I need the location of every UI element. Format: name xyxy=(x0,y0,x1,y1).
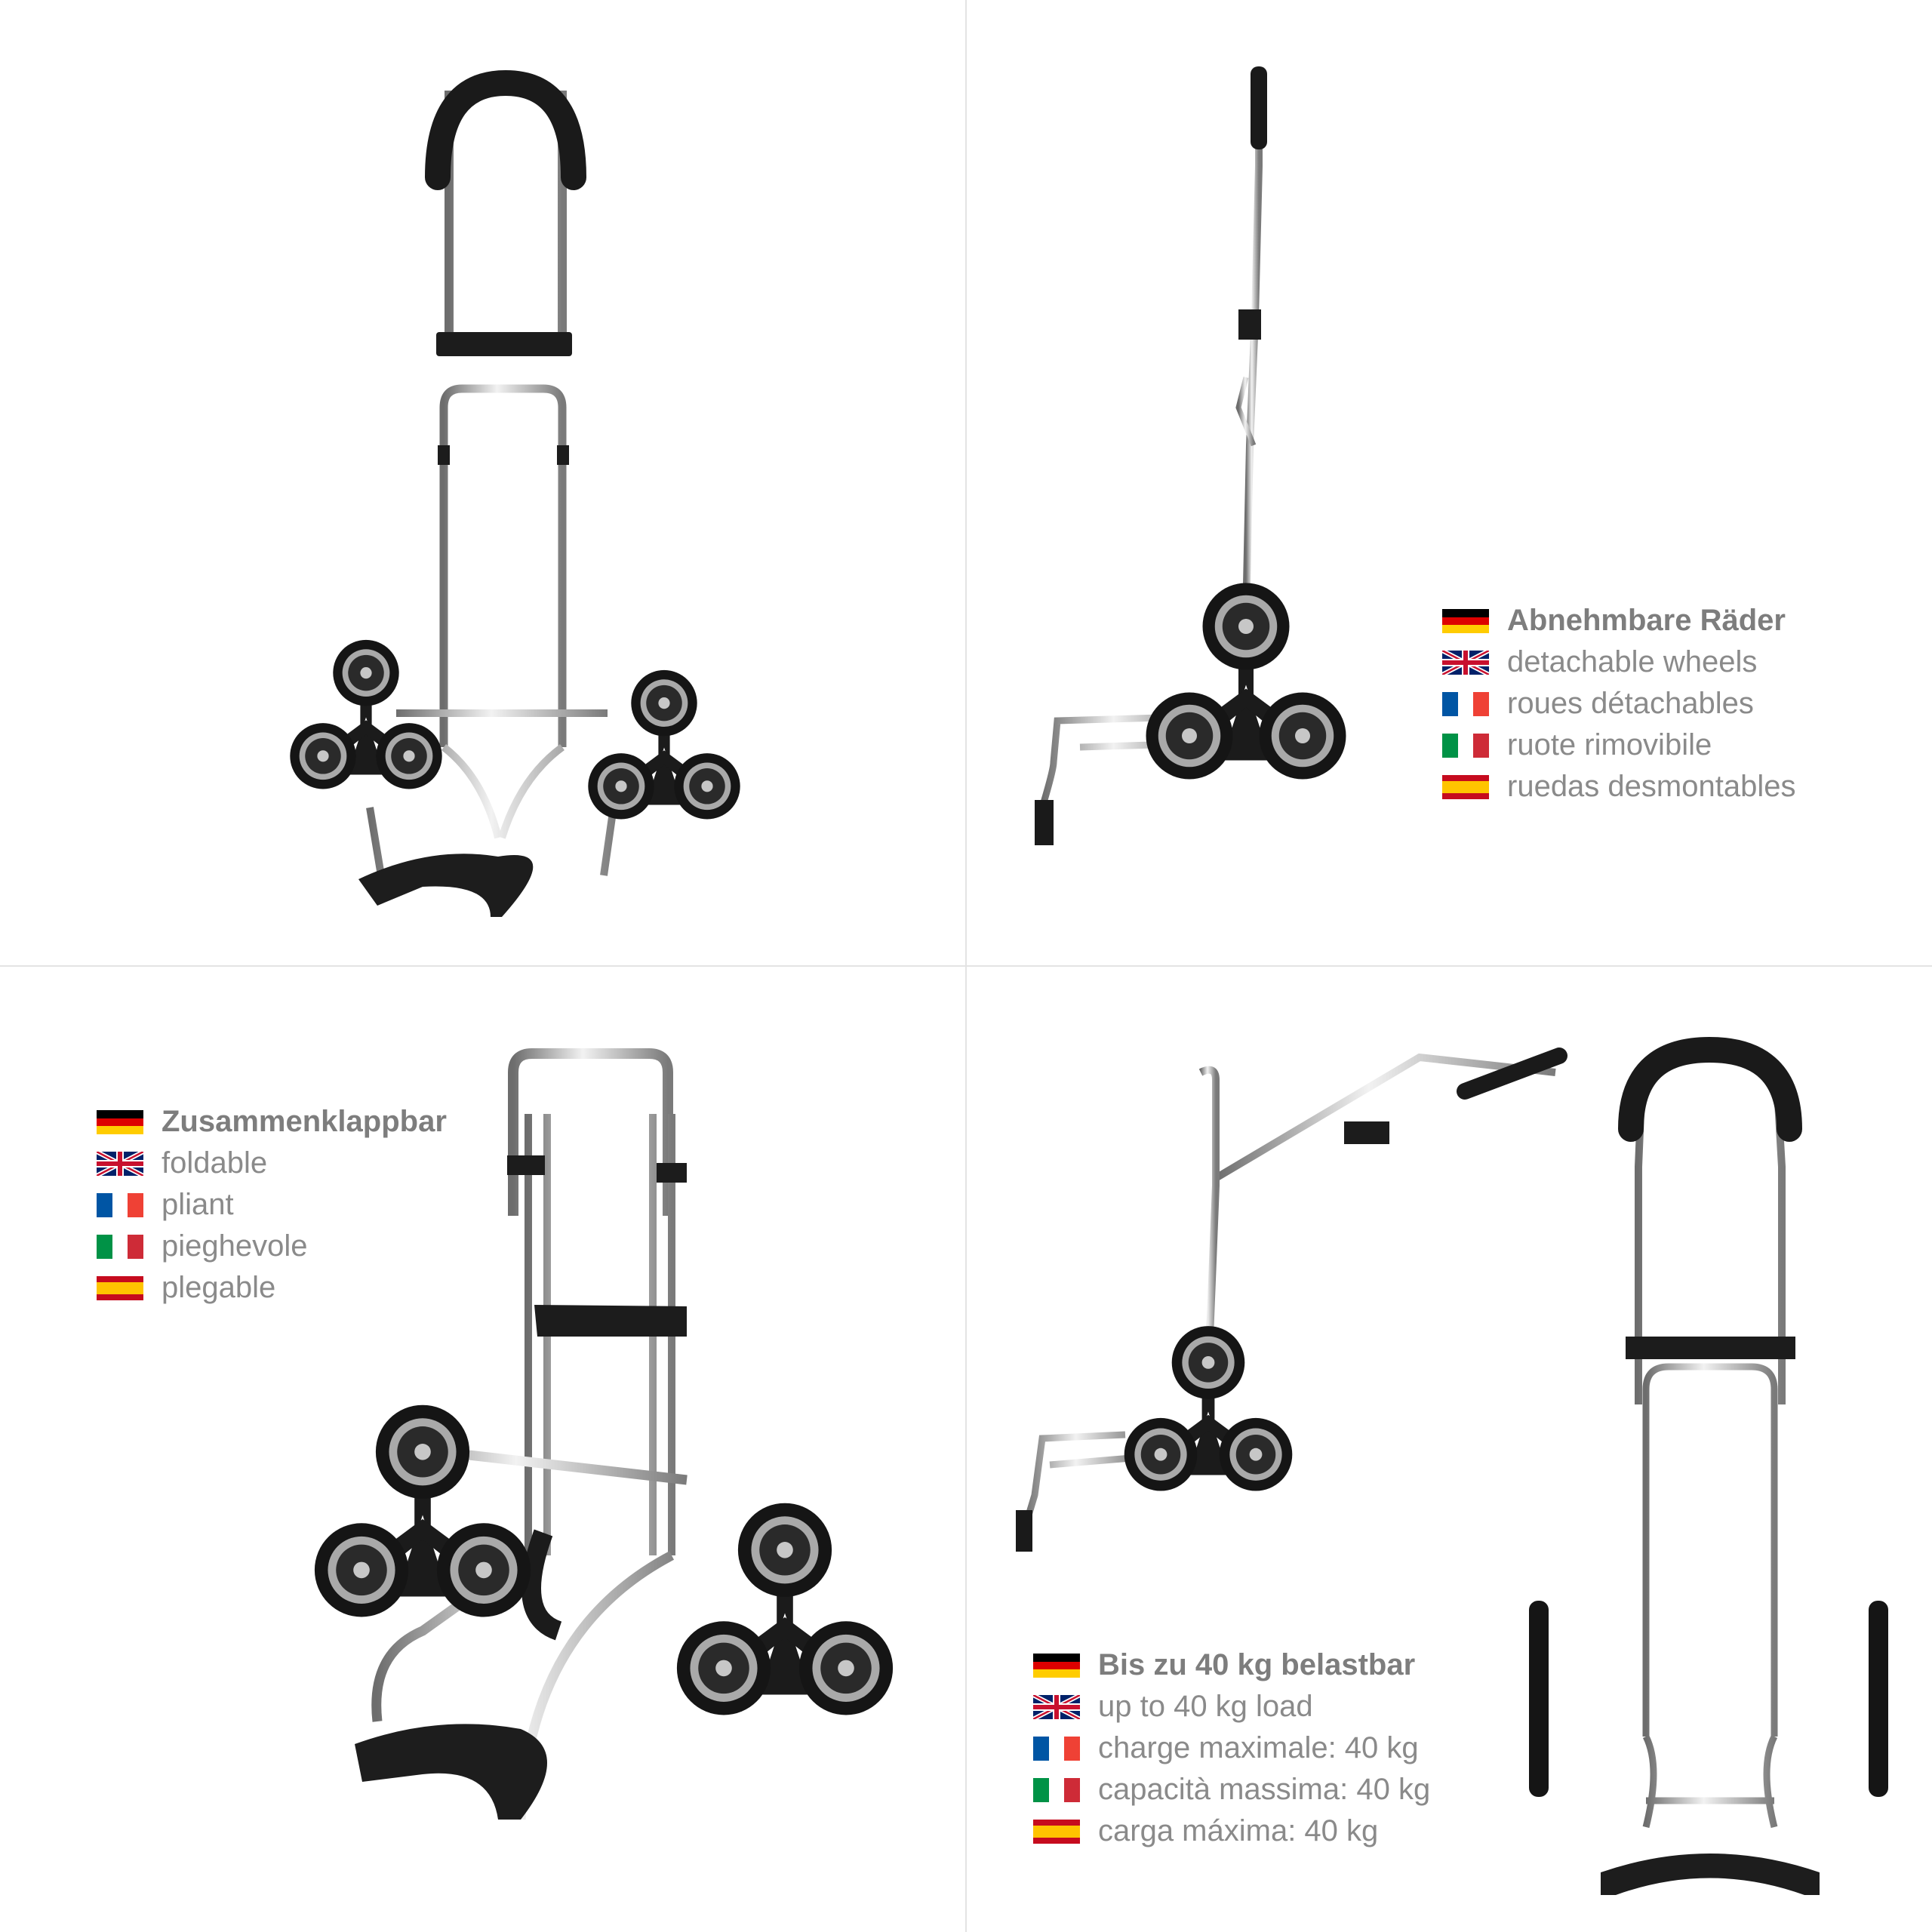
panel-foldable: Zusammenklappbar foldable pliant pieghev… xyxy=(0,967,965,1932)
legend-text-es: plegable xyxy=(162,1271,276,1304)
legend-load-capacity: Bis zu 40 kg belastbar up to 40 kg load … xyxy=(1033,1644,1430,1852)
trolley-load-image xyxy=(1016,1036,1888,1895)
horizontal-divider xyxy=(0,965,1932,967)
france-flag-icon xyxy=(97,1192,143,1217)
legend-row-fr: pliant xyxy=(97,1184,447,1226)
legend-row-it: capacità massima: 40 kg xyxy=(1033,1769,1430,1810)
legend-row-en: foldable xyxy=(97,1143,447,1184)
legend-text-es: ruedas desmontables xyxy=(1507,770,1796,803)
legend-row-de: Abnehmbare Räder xyxy=(1442,600,1795,641)
legend-row-en: up to 40 kg load xyxy=(1033,1686,1430,1727)
panel-detachable-wheels: Abnehmbare Räder detachable wheels roues… xyxy=(967,0,1932,965)
germany-flag-icon xyxy=(1442,608,1489,633)
legend-text-de: Zusammenklappbar xyxy=(162,1105,447,1138)
legend-row-de: Bis zu 40 kg belastbar xyxy=(1033,1644,1430,1686)
france-flag-icon xyxy=(1033,1736,1080,1761)
legend-row-es: ruedas desmontables xyxy=(1442,766,1795,808)
spain-flag-icon xyxy=(1033,1819,1080,1844)
trolley-side-image xyxy=(1035,66,1932,845)
legend-detachable-wheels: Abnehmbare Räder detachable wheels roues… xyxy=(1442,600,1795,808)
legend-text-en: foldable xyxy=(162,1146,268,1180)
italy-flag-icon xyxy=(1442,733,1489,758)
legend-foldable: Zusammenklappbar foldable pliant pieghev… xyxy=(97,1101,447,1309)
legend-row-es: carga máxima: 40 kg xyxy=(1033,1810,1430,1852)
italy-flag-icon xyxy=(1033,1777,1080,1802)
legend-text-en: up to 40 kg load xyxy=(1098,1690,1313,1723)
legend-row-it: ruote rimovibile xyxy=(1442,724,1795,766)
legend-row-es: plegable xyxy=(97,1267,447,1309)
uk-flag-icon xyxy=(97,1151,143,1176)
trolley-folded-image xyxy=(0,1048,965,1820)
trolley-front-image xyxy=(0,69,965,917)
legend-text-es: carga máxima: 40 kg xyxy=(1098,1814,1379,1847)
legend-text-it: capacità massima: 40 kg xyxy=(1098,1773,1431,1806)
legend-row-fr: roues détachables xyxy=(1442,683,1795,724)
germany-flag-icon xyxy=(1033,1653,1080,1678)
panel-front-view xyxy=(0,0,965,965)
legend-text-de: Abnehmbare Räder xyxy=(1507,604,1786,637)
uk-flag-icon xyxy=(1033,1694,1080,1719)
legend-row-fr: charge maximale: 40 kg xyxy=(1033,1727,1430,1769)
spain-flag-icon xyxy=(1442,774,1489,799)
italy-flag-icon xyxy=(97,1234,143,1259)
legend-text-en: detachable wheels xyxy=(1507,645,1758,678)
france-flag-icon xyxy=(1442,691,1489,716)
spain-flag-icon xyxy=(97,1275,143,1300)
legend-text-de: Bis zu 40 kg belastbar xyxy=(1098,1648,1416,1681)
legend-text-it: ruote rimovibile xyxy=(1507,728,1712,761)
legend-text-fr: charge maximale: 40 kg xyxy=(1098,1731,1419,1764)
legend-text-it: pieghevole xyxy=(162,1229,308,1263)
legend-row-it: pieghevole xyxy=(97,1226,447,1267)
legend-text-fr: roues détachables xyxy=(1507,687,1754,720)
germany-flag-icon xyxy=(97,1109,143,1134)
legend-row-en: detachable wheels xyxy=(1442,641,1795,683)
legend-text-fr: pliant xyxy=(162,1188,234,1221)
uk-flag-icon xyxy=(1442,650,1489,675)
legend-row-de: Zusammenklappbar xyxy=(97,1101,447,1143)
panel-load-capacity: Bis zu 40 kg belastbar up to 40 kg load … xyxy=(967,967,1932,1932)
